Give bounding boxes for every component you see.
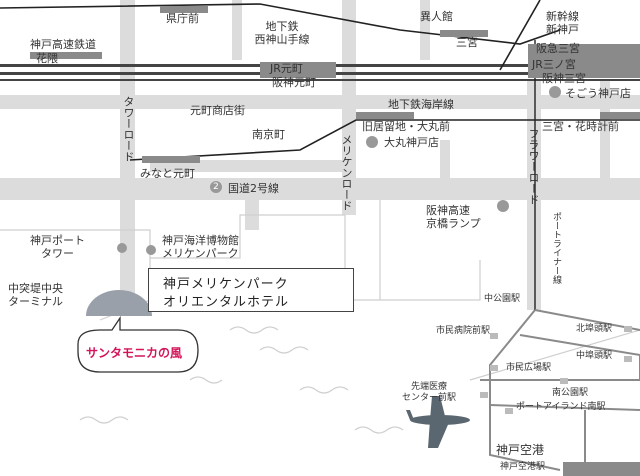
label-kitafuto: 北埠頭駅: [576, 324, 613, 334]
label-airport-station: 神戸空港駅: [500, 462, 546, 472]
station-motomachi: [260, 62, 336, 78]
museum-marker: [146, 245, 156, 255]
roads: [0, 0, 640, 310]
wave-5: [354, 426, 404, 434]
port-liner-airport: [489, 404, 640, 411]
kaigan-line: [129, 119, 640, 161]
label-hanshin-expressway: 阪神高速 京橋ランプ: [426, 204, 481, 230]
wave-4: [189, 376, 223, 384]
label-hanshin-motomachi: 阪神元町: [272, 76, 316, 89]
station-sannomiya-subway: [440, 30, 488, 37]
station-minato-motomachi: [142, 156, 200, 163]
label-shinkansen: 新幹線 新神戸: [546, 10, 579, 36]
island-edge: [469, 329, 640, 381]
coastline: [0, 214, 481, 301]
label-kobe-airport: 神戸空港: [496, 443, 545, 457]
wave-1: [229, 326, 279, 334]
harbour: [0, 200, 640, 434]
expressway-ramp-marker: [497, 200, 509, 212]
label-nankinmachi: 南京町: [252, 128, 285, 141]
station-airport: [563, 462, 640, 476]
stations: [30, 6, 640, 476]
label-route-2: 国道2号線: [228, 182, 279, 195]
label-daimaru: 大丸神戸店: [384, 136, 439, 149]
port-liner-loop-2: [534, 309, 640, 331]
label-hanakuma: 花隈: [36, 52, 58, 65]
pl-iryo-center: [480, 392, 488, 398]
label-port-liner: ポートライナー線: [551, 212, 561, 284]
label-minato-motomachi: みなと元町: [140, 167, 195, 180]
label-sannomiya-hanadokei: 三宮・花時計前: [542, 120, 619, 133]
pl-kitafuto: [624, 326, 632, 332]
hotel-location: [86, 290, 152, 316]
road-east: [600, 80, 610, 200]
label-shimin-hiroba: 市民広場駅: [506, 363, 552, 373]
road-ew-1: [0, 95, 640, 109]
seishin-yamate-line: [0, 3, 561, 45]
pl-nakafuto: [624, 356, 632, 362]
label-port-island-minami: ポートアイランド南駅: [516, 402, 606, 412]
wave-3: [299, 386, 349, 394]
label-iryo-center: 先端医療 センター前駅: [402, 382, 457, 403]
station-kenchomae: [160, 6, 208, 13]
route-2-badge: 2: [210, 181, 222, 193]
label-jr-sannomiya: JR三ノ宮: [532, 58, 576, 71]
station-kyukyoryuchi: [356, 112, 414, 119]
road-ijinkan: [420, 0, 430, 60]
pl-shimin-hiroba: [490, 365, 498, 371]
shinkansen-line: [499, 0, 541, 71]
road-daimaru: [440, 140, 450, 200]
wave-2: [259, 346, 309, 354]
station-hanakuma: [30, 52, 102, 59]
pl-shimin-byoin: [490, 333, 498, 339]
landmarks: [117, 86, 561, 255]
label-seishin-yamate: 地下鉄 西神山手線: [254, 20, 310, 46]
wave-6: [79, 416, 129, 424]
port-liner-loop-3: [480, 334, 640, 381]
label-minamikoen: 南公園駅: [552, 388, 589, 398]
hotel-label-box: 神戸メリケンパーク オリエンタルホテル: [148, 268, 354, 312]
pl-minamikoen: [560, 378, 568, 384]
port-liner-loop-1: [489, 309, 561, 471]
daimaru-marker: [366, 136, 378, 148]
label-jr-motomachi: JR元町: [270, 62, 303, 75]
speech-bubble: [77, 315, 199, 373]
label-port-tower: 神戸ポート タワー: [30, 234, 85, 260]
station-hanadokei: [600, 112, 640, 119]
hotel-name-line1: 神戸メリケンパーク: [163, 277, 289, 292]
label-ijinkan: 異人館: [420, 10, 453, 23]
station-sannomiya: [528, 44, 640, 78]
airplane-icon: [406, 396, 470, 448]
label-kyukyoryuchi: 旧居留地・大丸前: [362, 120, 450, 133]
label-hankyu-sannomiya: 阪急三宮: [536, 42, 580, 55]
label-maritime-museum: 神戸海洋博物館 メリケンパーク: [162, 234, 239, 260]
sogo-marker: [549, 86, 561, 98]
route-2-road: [0, 178, 640, 200]
pl-port-island-minami: [505, 408, 513, 414]
hotel-name-line2: オリエンタルホテル: [163, 295, 290, 310]
label-nakafuto: 中埠頭駅: [576, 351, 613, 361]
santa-monica-label: サンタモニカの風: [86, 346, 183, 360]
label-kaigan-line: 地下鉄海岸線: [388, 98, 454, 111]
label-flower-road: フラワーロード: [527, 128, 540, 205]
label-sannomiya: 三宮: [456, 36, 478, 49]
label-shimin-byoin: 市民病院前駅: [436, 326, 491, 336]
portliner-stations: [480, 326, 632, 414]
port-tower-marker: [117, 243, 127, 253]
label-nakakoen: 中公園駅: [484, 294, 521, 304]
label-motomachi-shotengai: 元町商店街: [190, 104, 245, 117]
hankyu-line: [0, 79, 640, 81]
label-naka-terminal: 中突堤中央 ターミナル: [8, 282, 63, 308]
label-meriken-road: メリケンロード: [340, 134, 353, 211]
label-kobe-kosoku: 神戸高速鉄道: [30, 38, 96, 51]
road-kencho: [232, 0, 242, 60]
label-tower-road: タワーロード: [122, 96, 135, 162]
label-kenchomae: 県庁前: [166, 12, 199, 25]
label-hanshin-sannomiya: 阪神三宮: [542, 72, 586, 85]
label-sogo: そごう神戸店: [565, 87, 631, 100]
